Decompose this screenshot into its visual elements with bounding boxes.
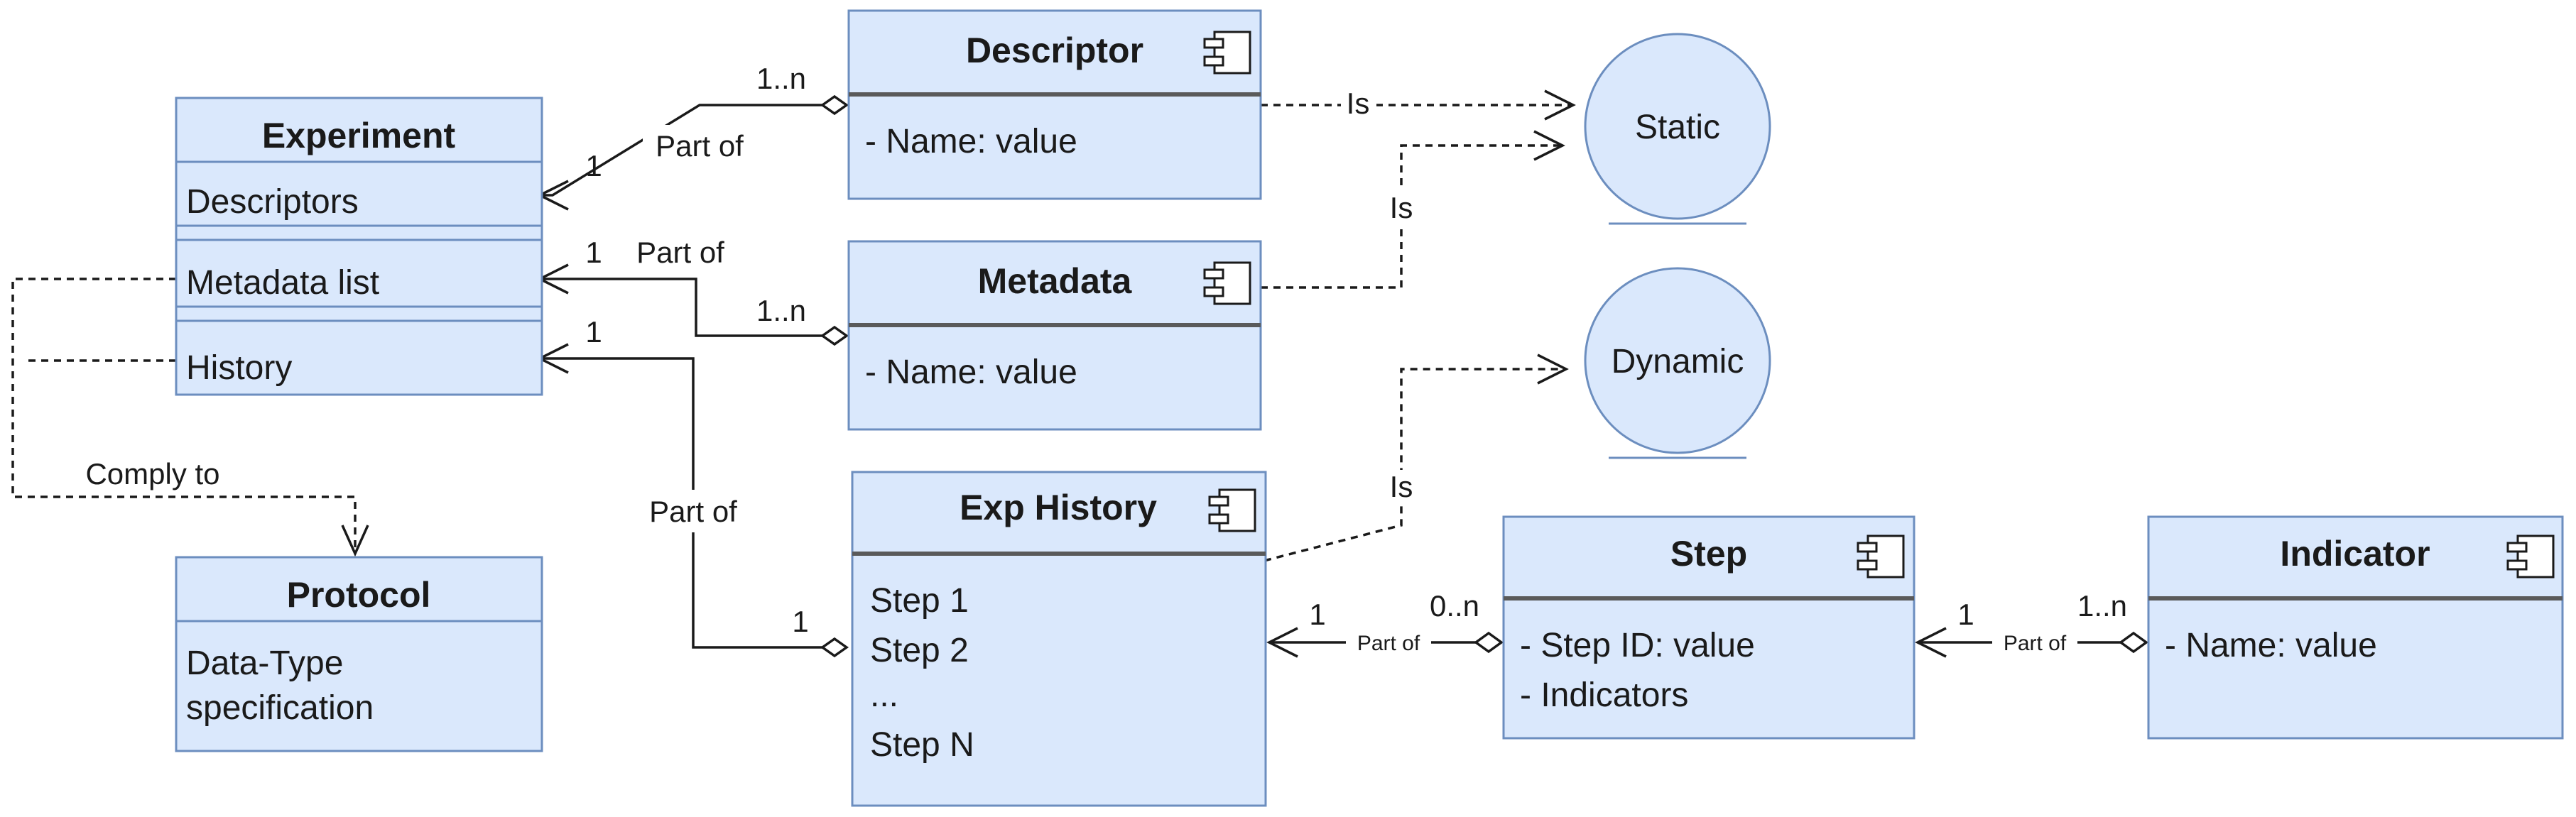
static-state[interactable]: Static [1584,33,1771,225]
component-icon [1857,534,1905,579]
indicator-component[interactable]: Indicator - Name: value [2147,515,2564,740]
experiment-multiplicity-descriptor: 1 [585,149,602,182]
descriptor-is-label: Is [1347,87,1370,120]
descriptor-title: Descriptor [966,31,1143,70]
label-bg [636,490,753,532]
protocol-line1: Data-Type [186,645,343,682]
indicator-multiplicity: 1..n [2077,589,2127,623]
experiment-multiplicity-metadata: 1 [585,236,602,269]
experiment-metadata-list: Metadata list [186,264,379,302]
exphistory-partof-label: Part of [649,495,737,528]
exphistory-component[interactable]: Exp History Step 1 Step 2 ... Step N [851,471,1267,807]
exphistory-title: Exp History [960,488,1157,527]
experiment-multiplicity-history: 1 [585,315,602,349]
static-label: Static [1635,109,1720,146]
indicator-title: Indicator [2280,534,2430,574]
experiment-history: History [186,349,292,387]
label-bg [64,453,234,493]
metadata-multiplicity: 1..n [756,294,806,327]
exphistory-is-connector [1263,353,1569,562]
label-bg [1992,630,2077,656]
label-bg [1346,630,1431,656]
experiment-descriptors: Descriptors [186,183,359,221]
indicator-partof-connector [1915,627,2148,658]
step-component[interactable]: Step - Step ID: value - Indicators [1502,515,1915,740]
label-bg [643,125,756,165]
metadata-component[interactable]: Metadata - Name: value [847,240,1262,431]
exphistory-step: Step N [870,726,974,764]
step-partof-label: Part of [1357,632,1420,655]
step-multiplicity: 0..n [1430,589,1479,623]
descriptor-component[interactable]: Descriptor - Name: value [847,9,1262,200]
step-multiplicity-indicator: 1 [1957,598,1974,631]
exphistory-multiplicity: 1 [792,605,808,638]
exphistory-is-label: Is [1390,470,1413,503]
metadata-partof-connector [537,263,849,346]
comply-connector [11,278,369,557]
metadata-is-label: Is [1390,191,1413,224]
label-bg [1341,89,1376,118]
step-field: - Step ID: value [1520,627,1755,664]
protocol-line2: specification [186,689,374,727]
protocol-class[interactable]: Protocol Data-Type specification [175,556,543,752]
step-title: Step [1670,534,1747,574]
exphistory-step: Step 1 [870,582,969,620]
component-icon [1203,31,1251,75]
component-icon [2506,534,2555,579]
dynamic-label: Dynamic [1612,343,1744,380]
descriptor-is-connector [1261,89,1576,121]
label-bg [1384,190,1419,224]
comply-to-label: Comply to [85,457,219,490]
descriptor-partof-label: Part of [656,129,744,163]
experiment-class[interactable]: Experiment Descriptors Metadata list His… [175,97,543,396]
component-icon [1208,488,1256,532]
indicator-field: - Name: value [2165,627,2377,664]
exphistory-step: Step 2 [870,632,969,669]
metadata-title: Metadata [978,261,1133,301]
protocol-title: Protocol [287,575,431,615]
component-icon [1203,261,1251,305]
dynamic-state[interactable]: Dynamic [1584,267,1771,459]
metadata-partof-label: Part of [636,236,724,269]
exphistory-multiplicity-step: 1 [1309,598,1325,631]
experiment-title: Experiment [262,116,456,155]
step-field: - Indicators [1520,676,1688,714]
metadata-field: - Name: value [865,353,1077,391]
descriptor-multiplicity: 1..n [756,62,806,95]
descriptor-field: - Name: value [865,123,1077,160]
exphistory-step: ... [870,676,898,714]
label-bg [1384,470,1419,504]
indicator-partof-label: Part of [2004,632,2067,655]
